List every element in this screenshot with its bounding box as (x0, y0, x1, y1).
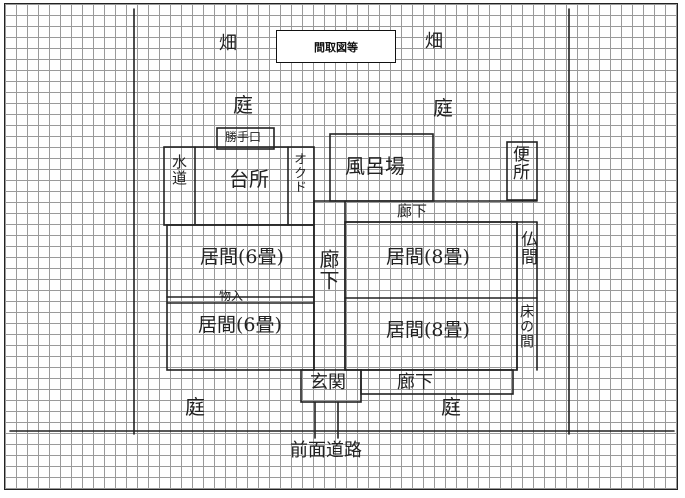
water-label: 水道 (170, 154, 188, 186)
room-left-bottom-label: 居間(6畳) (198, 314, 282, 336)
corridor-bottom-outline (360, 369, 514, 395)
storage-label: 物入 (219, 289, 244, 303)
garden-label-bottom-left: 庭 (185, 395, 205, 419)
garden-label-bottom-right: 庭 (441, 395, 461, 419)
butsuma-label: 仏間 (517, 230, 537, 266)
entrance-label: 玄関 (310, 372, 346, 393)
oven-label: オクド (291, 152, 306, 194)
floor-plan (9, 8, 675, 439)
graph-paper-sheet: 間取図等 畑 畑 庭 庭 勝手口 水道 台所 オクド 風呂場 便所 廊下 居間(… (4, 3, 678, 490)
kitchen-door-outline (216, 127, 275, 150)
tokonoma-label: 床の間 (518, 304, 534, 349)
corridor-bottom-label: 廊下 (397, 372, 433, 393)
right-rooms-outline (344, 221, 518, 371)
field-label-left: 畑 (219, 33, 237, 54)
toilet-outline (506, 141, 538, 201)
room-right-top-label: 居間(8畳) (386, 246, 470, 268)
corridor-middle-label: 廊下 (316, 249, 340, 291)
front-road-label: 前面道路 (290, 440, 362, 461)
field-label-right: 畑 (425, 31, 443, 52)
kitchen-door-label: 勝手口 (225, 130, 262, 144)
corridor-top-label: 廊下 (397, 202, 428, 220)
garden-label-top-left: 庭 (233, 93, 253, 117)
room-left-top-label: 居間(6畳) (200, 246, 284, 268)
garden-label-top-right: 庭 (433, 96, 453, 120)
room-right-bottom-label: 居間(8畳) (386, 319, 470, 341)
plan-title: 間取図等 (276, 30, 396, 63)
bath-label: 風呂場 (345, 154, 405, 178)
toilet-label: 便所 (509, 145, 529, 181)
kitchen-label: 台所 (229, 167, 269, 191)
